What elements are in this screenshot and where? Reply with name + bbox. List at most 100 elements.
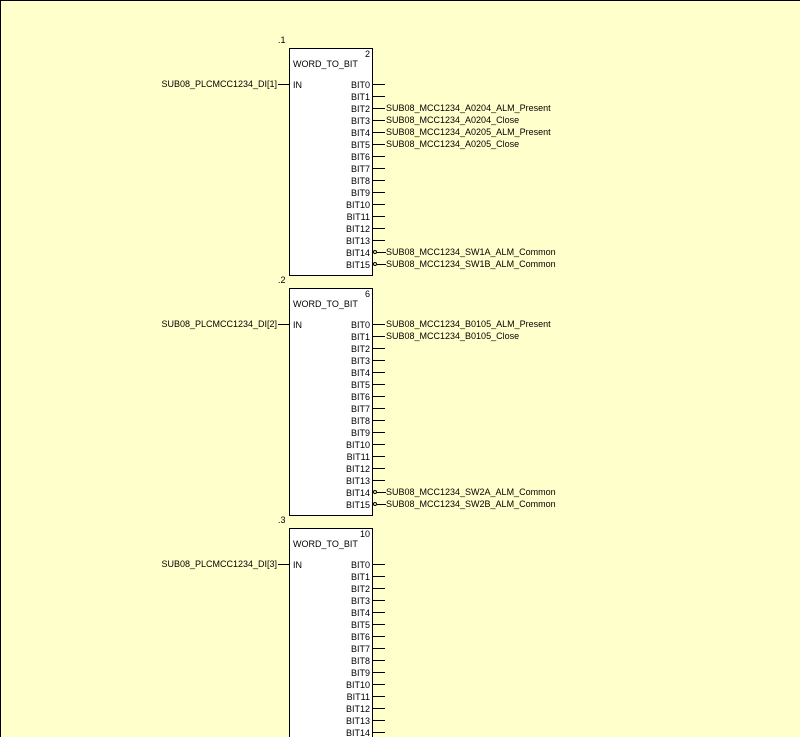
output-wire [373,444,385,445]
output-wire [373,396,385,397]
block-exec-number: 6 [364,289,370,299]
output-pin-label: BIT8 [350,176,370,186]
input-pin-label: IN [293,560,302,570]
output-wire [373,624,385,625]
output-pin-label: BIT1 [350,332,370,342]
output-pin-label: BIT15 [345,500,370,510]
output-wire [377,492,386,493]
output-signal-label[interactable]: SUB08_MCC1234_A0204_ALM_Present [386,103,551,113]
output-pin-label: BIT7 [350,164,370,174]
output-signal-label[interactable]: SUB08_MCC1234_SW1A_ALM_Common [386,247,556,257]
output-pin-label: BIT5 [350,620,370,630]
output-pin-label: BIT13 [345,236,370,246]
output-wire [373,168,385,169]
output-pin-label: BIT9 [350,188,370,198]
output-wire [373,180,385,181]
output-signal-label[interactable]: SUB08_MCC1234_A0205_Close [386,139,520,149]
output-wire [373,372,385,373]
output-pin-label: BIT3 [350,116,370,126]
output-wire [373,600,385,601]
output-signal-label[interactable]: SUB08_MCC1234_A0205_ALM_Present [386,127,551,137]
block-type-name: WORD_TO_BIT [293,539,358,549]
negation-circle [373,502,377,506]
output-wire [373,636,385,637]
output-pin-label: BIT14 [345,248,370,258]
output-pin-label: BIT10 [345,680,370,690]
block-exec-number: 2 [364,49,370,59]
output-wire [373,336,385,337]
output-wire [373,432,385,433]
output-wire [373,612,385,613]
output-pin-label: BIT7 [350,404,370,414]
input-wire [278,564,289,565]
input-signal-label[interactable]: SUB08_PLCMCC1234_DI[3] [161,559,277,569]
negation-circle [373,490,377,494]
output-pin-label: BIT12 [345,224,370,234]
negation-circle [373,250,377,254]
output-pin-label: BIT6 [350,152,370,162]
output-wire [373,732,385,733]
output-signal-label[interactable]: SUB08_MCC1234_A0204_Close [386,115,520,125]
output-wire [373,216,385,217]
input-signal-label[interactable]: SUB08_PLCMCC1234_DI[2] [161,319,277,329]
output-pin-label: BIT11 [346,452,370,462]
output-pin-label: BIT8 [350,656,370,666]
output-pin-label: BIT15 [345,260,370,270]
output-pin-label: BIT12 [345,704,370,714]
block-type-name: WORD_TO_BIT [293,299,358,309]
output-pin-label: BIT6 [350,392,370,402]
output-pin-label: BIT4 [350,368,370,378]
output-wire [373,720,385,721]
output-pin-label: BIT0 [350,80,370,90]
block-order-label: .2 [278,275,286,285]
output-pin-label: BIT10 [345,200,370,210]
output-pin-label: BIT2 [350,104,370,114]
output-wire [373,456,385,457]
output-wire [373,348,385,349]
output-wire [373,696,385,697]
output-wire [373,192,385,193]
output-wire [373,672,385,673]
output-wire [373,708,385,709]
output-pin-label: BIT10 [345,440,370,450]
output-signal-label[interactable]: SUB08_MCC1234_SW2A_ALM_Common [386,487,556,497]
output-wire [373,240,385,241]
output-wire [373,204,385,205]
output-pin-label: BIT5 [350,140,370,150]
output-wire [373,408,385,409]
output-pin-label: BIT8 [350,416,370,426]
output-wire [373,588,385,589]
output-signal-label[interactable]: SUB08_MCC1234_B0105_ALM_Present [386,319,551,329]
output-wire [373,360,385,361]
block-exec-number: 10 [359,529,370,539]
output-pin-label: BIT13 [345,476,370,486]
block-type-name: WORD_TO_BIT [293,59,358,69]
block-order-label: .3 [278,515,286,525]
output-wire [373,228,385,229]
output-pin-label: BIT1 [350,92,370,102]
output-pin-label: BIT9 [350,668,370,678]
output-wire [377,264,386,265]
output-signal-label[interactable]: SUB08_MCC1234_SW2B_ALM_Common [386,499,556,509]
output-wire [373,660,385,661]
negation-circle [373,262,377,266]
output-pin-label: BIT0 [350,560,370,570]
output-pin-label: BIT11 [346,692,370,702]
output-pin-label: BIT12 [345,464,370,474]
output-wire [373,144,385,145]
output-signal-label[interactable]: SUB08_MCC1234_B0105_Close [386,331,520,341]
output-wire [373,480,385,481]
output-wire [373,96,385,97]
input-pin-label: IN [293,320,302,330]
output-signal-label[interactable]: SUB08_MCC1234_SW1B_ALM_Common [386,259,556,269]
output-pin-label: BIT14 [345,728,370,737]
output-pin-label: BIT1 [350,572,370,582]
input-signal-label[interactable]: SUB08_PLCMCC1234_DI[1] [161,79,277,89]
output-pin-label: BIT5 [350,380,370,390]
output-pin-label: BIT6 [350,632,370,642]
output-pin-label: BIT14 [345,488,370,498]
